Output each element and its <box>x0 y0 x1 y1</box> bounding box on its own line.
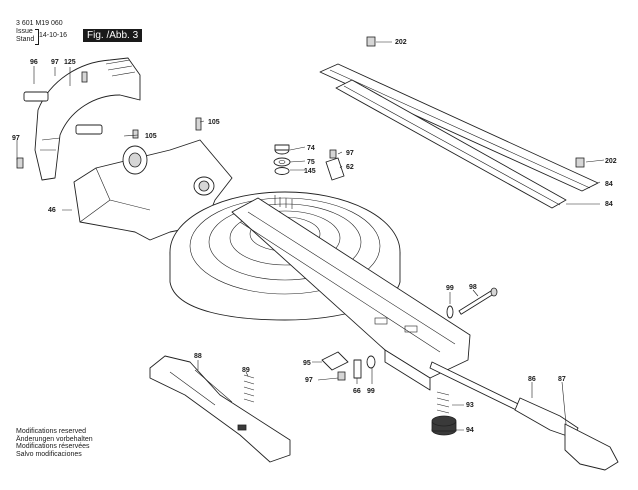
washer-75 <box>273 157 291 167</box>
callout-94: 94 <box>466 427 474 434</box>
footer-line-de: Änderungen vorbehalten <box>16 435 93 443</box>
part-66 <box>353 359 362 379</box>
callout-97-upper: 97 <box>51 59 59 66</box>
screw-97-bottom <box>337 371 346 381</box>
callout-75: 75 <box>307 159 315 166</box>
callout-97-mid: 97 <box>346 150 354 157</box>
handle-88 <box>149 355 291 463</box>
screw-105-small <box>132 129 139 139</box>
footer-line-es: Salvo modificaciones <box>16 450 82 458</box>
callout-66: 66 <box>353 388 361 395</box>
knob-87 <box>514 397 619 471</box>
callout-202-top: 202 <box>395 39 407 46</box>
spring-93 <box>436 391 450 414</box>
callout-86: 86 <box>528 376 536 383</box>
callout-89: 89 <box>242 367 250 374</box>
leader-lines <box>16 41 605 431</box>
issue-bracket <box>35 29 39 45</box>
callout-62: 62 <box>346 164 354 171</box>
extension-arm <box>231 197 471 391</box>
footer-line-fr: Modifications réservées <box>16 443 90 451</box>
callout-labels: 96 97 125 97 105 105 46 74 75 145 97 62 … <box>12 39 617 434</box>
callout-84-lower: 84 <box>605 201 613 208</box>
screw-97-mid <box>329 149 337 159</box>
callout-97-bottom: 97 <box>305 377 313 384</box>
callout-145: 145 <box>304 168 316 175</box>
washer-99-bottom <box>366 355 376 369</box>
spring-89 <box>243 374 255 403</box>
washer-145 <box>274 167 290 175</box>
screw-97-left <box>16 157 24 169</box>
callout-87: 87 <box>558 376 566 383</box>
callout-99-right: 99 <box>446 285 454 292</box>
callout-98: 98 <box>469 284 477 291</box>
figure-label: Fig. /Abb. 3 <box>83 29 143 42</box>
footer-line-en: Modifications reserved <box>16 428 87 435</box>
screw-97-upper <box>81 71 88 83</box>
callout-105-tall: 105 <box>208 119 220 126</box>
callout-46: 46 <box>48 207 56 214</box>
issue-label-de: Stand <box>16 36 35 43</box>
callout-74: 74 <box>307 145 315 152</box>
footer-notice: Modifications reserved Änderungen vorbeh… <box>16 428 93 458</box>
callout-97-left: 97 <box>12 135 20 142</box>
callout-84-upper: 84 <box>605 181 613 188</box>
callout-96: 96 <box>30 59 38 66</box>
screw-105-tall <box>195 117 202 131</box>
callout-99-bottom: 99 <box>367 388 375 395</box>
callout-93: 93 <box>466 402 474 409</box>
rail-upper <box>319 63 599 192</box>
clamp-95 <box>321 351 349 371</box>
screw-202-top <box>366 36 376 47</box>
nut-74 <box>274 144 290 155</box>
callout-105-small: 105 <box>145 133 157 140</box>
callout-95: 95 <box>303 360 311 367</box>
bracket-62 <box>325 157 345 181</box>
callout-125: 125 <box>64 59 76 66</box>
blade-guard <box>23 57 141 181</box>
bolt-98 <box>458 287 498 315</box>
drawing-number: 3 601 M19 060 <box>16 20 63 27</box>
rail-lower <box>335 79 567 209</box>
issue-label-en: Issue <box>16 28 33 35</box>
callout-88: 88 <box>194 353 202 360</box>
issue-date: 14-10-16 <box>39 32 68 39</box>
callout-202-right: 202 <box>605 158 617 165</box>
washer-99-right <box>446 305 454 319</box>
knob-94 <box>431 415 457 436</box>
issue-label: Issue Stand <box>16 28 34 44</box>
screw-202-right <box>575 157 585 168</box>
housing <box>73 139 233 241</box>
